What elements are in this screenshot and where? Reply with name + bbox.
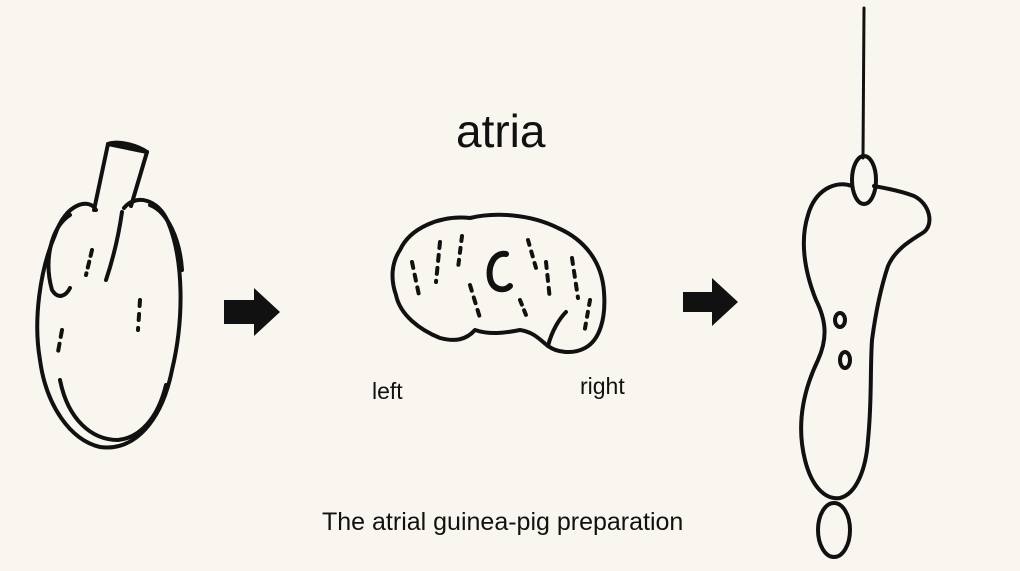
- arrow-right-icon: [683, 278, 738, 326]
- label-left: left: [372, 378, 403, 405]
- arrow-right-icon: [224, 288, 280, 336]
- diagram-caption: The atrial guinea-pig preparation: [322, 508, 683, 537]
- atria-tissue-icon: [393, 215, 605, 352]
- suspended-atria-icon: [801, 8, 929, 557]
- heart-icon: [37, 143, 182, 448]
- diagram-title: atria: [456, 104, 545, 158]
- label-right: right: [580, 373, 625, 400]
